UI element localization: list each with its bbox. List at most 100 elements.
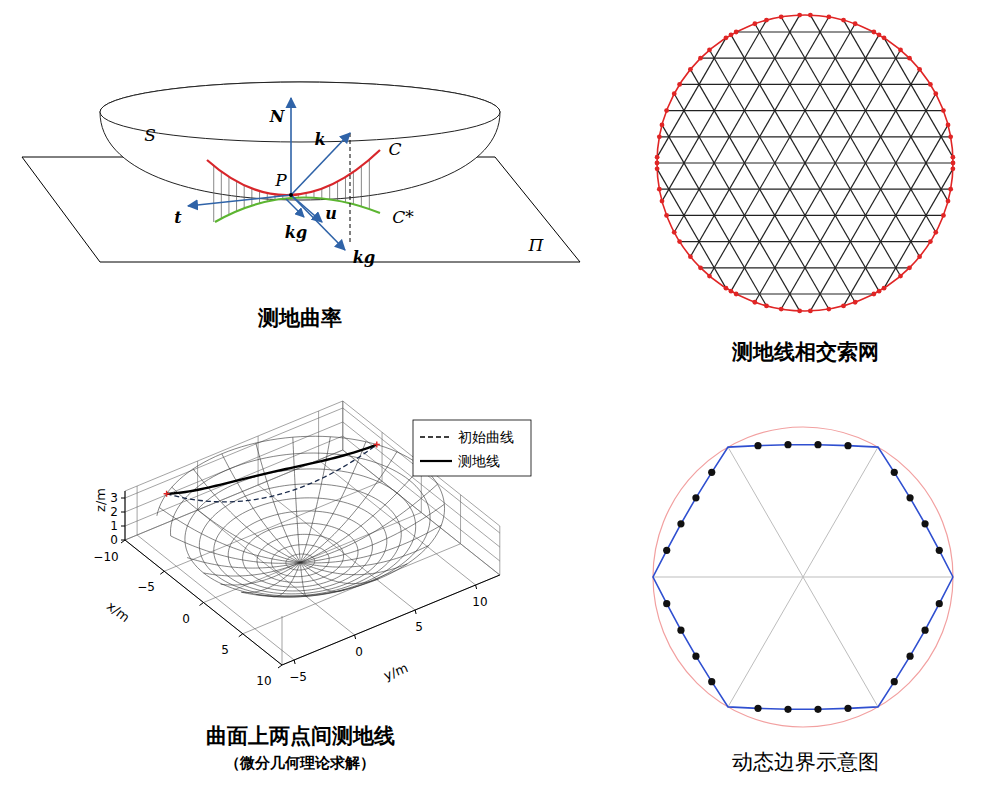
legend-text: 测地线 xyxy=(458,454,500,469)
cable-line xyxy=(657,169,726,288)
boundary-node xyxy=(826,307,831,312)
hatch-line xyxy=(321,189,322,199)
curve-label: C* xyxy=(392,209,414,227)
surface-mesh xyxy=(171,536,301,563)
boundary-node xyxy=(734,30,739,35)
boundary-node xyxy=(907,265,912,270)
boundary-node xyxy=(808,309,813,314)
bowl-surface xyxy=(100,82,500,200)
curvature-illustration xyxy=(22,82,580,262)
hatch-line xyxy=(251,189,252,206)
plot-axis xyxy=(121,526,125,527)
cable-line xyxy=(755,24,901,276)
cable-line xyxy=(680,241,931,242)
boundary-point xyxy=(663,600,670,607)
surface-mesh xyxy=(271,545,329,577)
boundary-node xyxy=(672,230,677,235)
boundary-point xyxy=(936,600,943,607)
boundary-node xyxy=(655,155,660,160)
boundary-point xyxy=(814,441,821,448)
legend-frame xyxy=(413,420,531,476)
plot-axis xyxy=(125,540,282,665)
plot-grid xyxy=(460,495,461,544)
spoke-line xyxy=(728,447,803,577)
boundary-point xyxy=(677,520,684,527)
cable-line xyxy=(674,15,799,232)
axis-title: z/m xyxy=(94,488,108,512)
cable-line xyxy=(659,189,950,190)
hatch-line xyxy=(213,166,214,222)
vector-label: kg xyxy=(285,225,307,242)
boundary-point xyxy=(936,547,943,554)
plot-axis xyxy=(239,634,243,637)
boundary-node xyxy=(698,265,703,270)
tick-label: −5 xyxy=(137,581,155,594)
cable-line xyxy=(884,38,953,157)
boundary-node xyxy=(951,161,956,166)
boundary-node xyxy=(657,187,662,192)
hatch-line xyxy=(221,172,222,219)
boundary-node xyxy=(853,300,858,305)
boundary-point xyxy=(784,441,791,448)
cable-line xyxy=(755,50,901,302)
boundary-node xyxy=(928,82,933,87)
boundary-node xyxy=(948,134,953,139)
boundary-point xyxy=(754,442,761,449)
plot-grid xyxy=(243,544,461,634)
plot-axis xyxy=(121,540,125,541)
panel-caption: 测地曲率 xyxy=(258,307,342,329)
boundary-line xyxy=(653,445,953,710)
plot-axis xyxy=(355,635,356,639)
boundary-point xyxy=(921,627,928,634)
cable-line xyxy=(662,20,767,201)
bowl-rim xyxy=(100,82,500,142)
spoke-line xyxy=(803,447,878,577)
plot-axis xyxy=(121,512,125,513)
vector-label: k xyxy=(314,132,325,149)
boundary-node xyxy=(752,300,757,305)
spoke-line xyxy=(803,577,878,707)
hatch-line xyxy=(361,166,362,206)
plot-grid xyxy=(125,401,343,491)
surface-mesh xyxy=(270,563,300,597)
boundary-point xyxy=(891,678,898,685)
boundary-node xyxy=(797,13,802,18)
boundary-point xyxy=(708,469,715,476)
boundary-node xyxy=(871,30,876,35)
cable-line xyxy=(674,94,799,311)
cable-line xyxy=(731,35,879,291)
surface-mesh xyxy=(293,437,300,562)
axis-title: y/m xyxy=(382,661,410,683)
cable-line xyxy=(884,169,953,288)
geodesic-curvature-vector xyxy=(286,199,304,217)
cable-line xyxy=(736,293,874,294)
boundary-node xyxy=(724,286,729,291)
cable-line xyxy=(709,50,855,302)
tick-label: −10 xyxy=(93,551,118,564)
boundary-node xyxy=(729,289,734,294)
hatch-line xyxy=(369,160,370,209)
plot-axis xyxy=(294,660,295,664)
hatch-line xyxy=(259,191,260,203)
reference-circle xyxy=(653,427,953,727)
boundary-node xyxy=(948,187,953,192)
boundary-node xyxy=(871,292,876,297)
boundary-point xyxy=(906,494,913,501)
end-point xyxy=(164,491,170,497)
surface-mesh xyxy=(214,498,387,594)
plot-grid xyxy=(137,486,138,535)
boundary-node xyxy=(882,286,887,291)
boundary-node xyxy=(950,155,955,160)
dynamic-boundary xyxy=(653,427,953,727)
initial-curve xyxy=(167,445,377,502)
legend-sample xyxy=(420,460,452,462)
legend-text: 初始曲线 xyxy=(458,430,514,445)
boundary-node xyxy=(882,35,887,40)
boundary-node xyxy=(898,48,903,53)
boundary-point xyxy=(891,469,898,476)
cable-line xyxy=(680,84,931,85)
boundary-point xyxy=(921,520,928,527)
boundary-point xyxy=(784,706,791,713)
surface-mesh xyxy=(300,563,307,597)
plot-axis xyxy=(282,575,500,665)
